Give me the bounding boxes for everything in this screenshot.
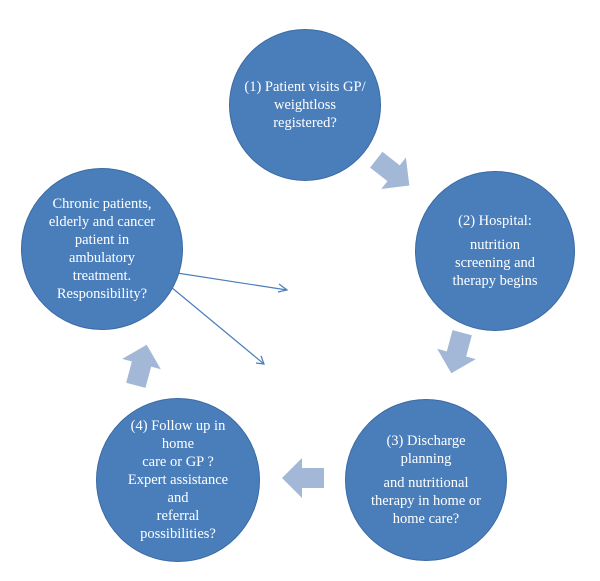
cycle-arrow-4-to-chronic: [122, 344, 161, 388]
node-step-4-line-7: possibilities?: [140, 526, 216, 542]
node-step-4-line-2: home: [161, 436, 195, 452]
node-chronic-line-2: elderly and cancer: [48, 214, 156, 230]
node-step-3-line-5: home care?: [392, 511, 460, 527]
node-step-4-line-5: and: [167, 490, 189, 506]
node-step-2-line-4: therapy begins: [452, 273, 538, 289]
node-step-4-line-6: referral: [156, 508, 200, 524]
node-step-4-line-3: care or GP ?: [142, 454, 214, 470]
cycle-arrow-2-to-3: [437, 330, 476, 374]
node-step-3-line-2: planning: [400, 451, 452, 467]
node-step-1-line-1: (1) Patient visits GP/: [244, 79, 366, 95]
node-step-2: (2) Hospital: nutrition screening and th…: [415, 171, 575, 331]
node-step-3-line-1: (3) Discharge: [386, 433, 466, 449]
pointer-arrow-right-head: [277, 283, 289, 293]
cycle-arrow-3-to-4: [282, 458, 324, 498]
node-chronic-patients: Chronic patients, elderly and cancer pat…: [21, 168, 183, 330]
cycle-arrow-1-to-2: [370, 151, 410, 189]
node-step-2-line-3: screening and: [454, 255, 536, 271]
node-chronic-line-5: treatment.: [72, 268, 132, 284]
node-chronic-line-1: Chronic patients,: [52, 196, 152, 212]
pointer-arrow-right: [176, 272, 288, 291]
node-step-4-line-1: (4) Follow up in: [130, 418, 226, 434]
node-step-1: (1) Patient visits GP/ weightloss regist…: [229, 29, 381, 181]
node-step-4-line-4: Expert assistance: [127, 472, 229, 488]
node-chronic-line-6: Responsibility?: [56, 286, 148, 302]
node-chronic-line-4: ambulatory: [68, 250, 136, 266]
node-step-1-line-3: registered?: [273, 115, 337, 131]
node-step-2-line-1: (2) Hospital:: [458, 213, 532, 229]
node-step-3: (3) Discharge planning and nutritional t…: [345, 399, 507, 561]
node-step-4: (4) Follow up in home care or GP ? Exper…: [96, 398, 260, 562]
pointer-arrow-down: [170, 286, 265, 365]
pointer-arrow-down-head: [255, 355, 265, 365]
node-step-3-line-4: therapy in home or: [371, 493, 481, 509]
node-step-1-line-2: weightloss: [273, 97, 337, 113]
node-step-2-line-2: nutrition: [470, 237, 520, 253]
node-step-3-line-3: and nutritional: [383, 475, 469, 491]
node-chronic-line-3: patient in: [74, 232, 130, 248]
